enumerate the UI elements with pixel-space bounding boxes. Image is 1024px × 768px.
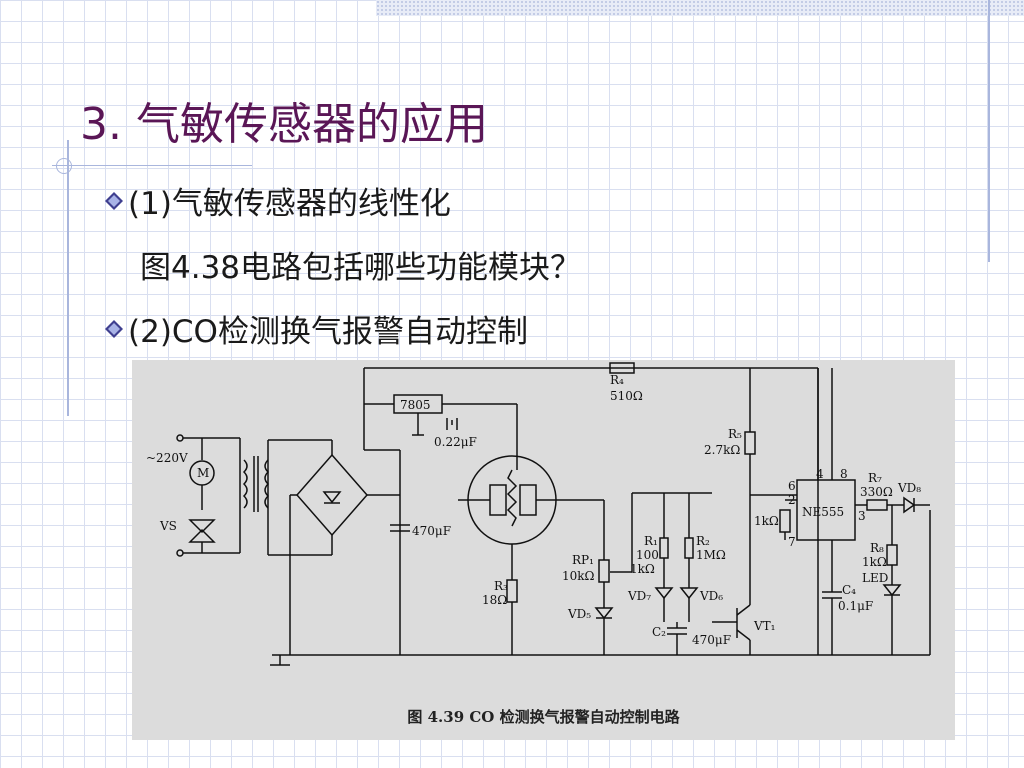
vd8-label: VD₈ xyxy=(897,481,921,495)
c1-value: 0.22μF xyxy=(434,435,477,449)
slide-title: 3. 气敏传感器的应用 xyxy=(80,99,488,150)
ic-label: NE555 xyxy=(802,505,844,519)
r2-value: 1MΩ xyxy=(696,548,726,562)
c4-value: 0.1μF xyxy=(838,599,873,613)
r1-value: 100 xyxy=(636,548,659,562)
c4-label: C₄ xyxy=(842,583,856,597)
regulator-label: 7805 xyxy=(400,398,431,412)
rp1-label: RP₁ xyxy=(572,553,594,567)
motor-label: M xyxy=(197,466,209,480)
vd7-label: VD₇ xyxy=(627,589,651,603)
c2-label: C₂ xyxy=(652,625,666,639)
rule-ring-ornament xyxy=(56,158,72,174)
figure-caption: 图 4.39 CO 检测换气报警自动控制电路 xyxy=(407,708,680,726)
pin7-label: 7 xyxy=(788,535,796,549)
r4-value: 510Ω xyxy=(610,389,643,403)
bullet-item-2: 图4.38电路包括哪些功能模块？ xyxy=(140,242,581,287)
circuit-diagram: R₄ 510Ω 7805 0.22μF ~220V M VS 470μF R₅ … xyxy=(146,362,931,666)
pin3-label: 3 xyxy=(858,509,866,523)
ac-input-label: ~220V xyxy=(146,451,188,465)
vs-label: VS xyxy=(159,519,177,533)
diamond-bullet-icon xyxy=(105,191,123,210)
bullet-text-2: 图4.38电路包括哪些功能模块？ xyxy=(140,250,582,286)
r5-value: 2.7kΩ xyxy=(704,443,740,457)
r3-label: R₃ xyxy=(494,579,508,593)
diamond-bullet-icon xyxy=(105,319,123,338)
r2-label: R₂ xyxy=(696,534,710,548)
led-label: LED xyxy=(862,571,888,585)
r1k-value: 1kΩ xyxy=(630,562,655,576)
bullet-item-3: (2)CO检测换气报警自动控制 xyxy=(104,306,528,351)
vd6-label: VD₆ xyxy=(699,589,723,603)
r4-label: R₄ xyxy=(610,373,624,387)
c2-value: 470μF xyxy=(692,633,731,647)
r8-value: 1kΩ xyxy=(862,555,887,569)
r7-label: R₇ xyxy=(868,471,882,485)
vd5-label: VD₅ xyxy=(567,607,591,621)
r5-label: R₅ xyxy=(728,427,742,441)
bullet-text-1: (1)气敏传感器的线性化 xyxy=(128,186,451,222)
rp1-value: 10kΩ xyxy=(562,569,595,583)
bullet-item-1: (1)气敏传感器的线性化 xyxy=(104,178,451,223)
r7-value: 330Ω xyxy=(860,485,893,499)
right-vertical-rule xyxy=(988,0,990,262)
c-470-label: 470μF xyxy=(412,524,451,538)
title-underline xyxy=(52,165,252,166)
bullet-text-3: (2)CO检测换气报警自动控制 xyxy=(128,314,528,350)
pin6-label: 6 xyxy=(788,479,796,493)
left-vertical-rule xyxy=(67,140,69,416)
circuit-figure: R₄ 510Ω 7805 0.22μF ~220V M VS 470μF R₅ … xyxy=(132,360,955,740)
pin4-label: 4 xyxy=(816,467,824,481)
r8-label: R₈ xyxy=(870,541,884,555)
pin2-label: 2 xyxy=(788,493,796,507)
vt1-label: VT₁ xyxy=(753,619,775,633)
pin8-label: 8 xyxy=(840,467,848,481)
r1-label: R₁ xyxy=(644,534,658,548)
r3-value: 18Ω xyxy=(482,593,507,607)
r6-value: 1kΩ xyxy=(754,514,779,528)
top-decoration-band xyxy=(376,0,1024,16)
